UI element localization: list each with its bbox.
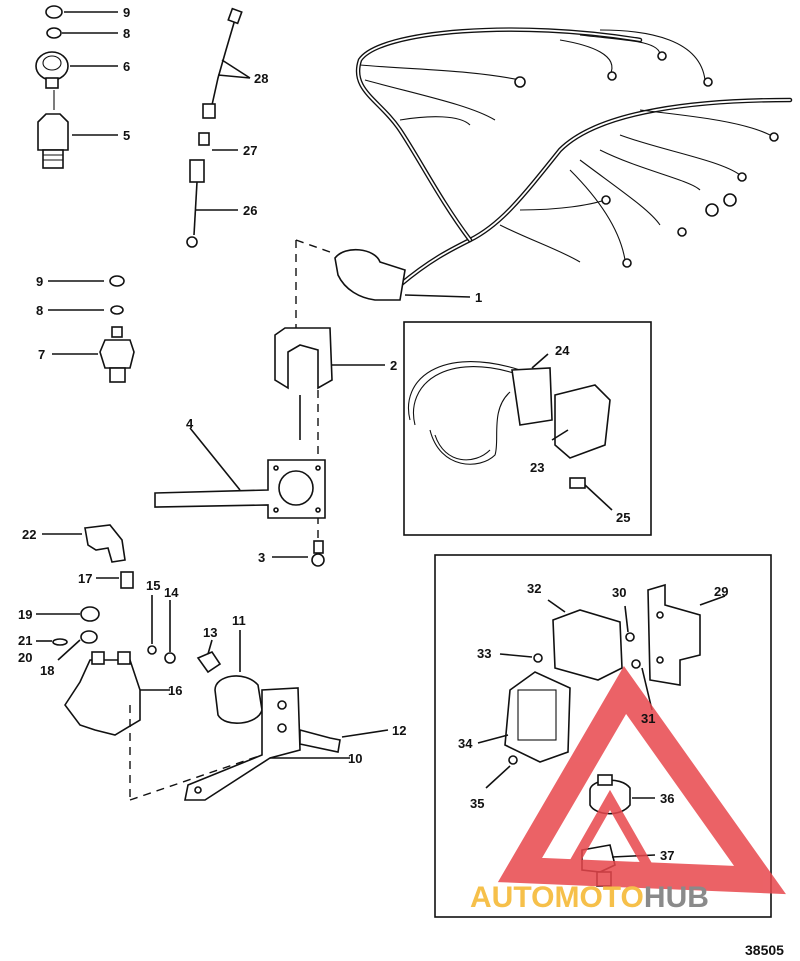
callout-25: 25 — [616, 510, 630, 525]
callout-27: 27 — [243, 143, 257, 158]
part-group-switch — [48, 275, 135, 383]
watermark-brand-rest: HUB — [644, 881, 709, 914]
callout-12: 12 — [392, 723, 406, 738]
callout-37: 37 — [660, 848, 674, 863]
part-clip-22 — [42, 524, 126, 563]
part-washer-8 — [46, 27, 62, 39]
callout-11: 11 — [232, 613, 246, 628]
callout-35: 35 — [470, 796, 484, 811]
part-bracket-4 — [154, 427, 326, 519]
part-wiring-harness-1 — [295, 27, 793, 330]
callout-4: 4 — [186, 416, 194, 431]
callout-7: 7 — [38, 347, 45, 362]
callout-29: 29 — [714, 584, 728, 599]
callout-24: 24 — [555, 343, 570, 358]
callout-8-mid: 8 — [36, 303, 43, 318]
callout-9-mid: 9 — [36, 274, 43, 289]
callout-22: 22 — [22, 527, 36, 542]
callout-20: 20 — [18, 650, 32, 665]
callout-5: 5 — [123, 128, 130, 143]
callout-2: 2 — [390, 358, 397, 373]
callout-9-top: 9 — [123, 5, 130, 20]
callout-10: 10 — [348, 751, 362, 766]
callout-31: 31 — [641, 711, 655, 726]
callout-16: 16 — [168, 683, 182, 698]
callout-8-top: 8 — [123, 26, 130, 41]
callout-21: 21 — [18, 633, 32, 648]
part-nut-9 — [45, 5, 63, 19]
callout-34: 34 — [458, 736, 473, 751]
callout-6: 6 — [123, 59, 130, 74]
part-adapter-5 — [37, 113, 69, 169]
callout-17: 17 — [78, 571, 92, 586]
watermark-logo — [497, 666, 786, 895]
callout-26: 26 — [243, 203, 257, 218]
callout-13: 13 — [203, 625, 217, 640]
detail-box-ignition — [434, 554, 772, 918]
callout-28: 28 — [254, 71, 268, 86]
callout-36: 36 — [660, 791, 674, 806]
part-group-solenoid — [36, 571, 176, 736]
part-group-sender-top — [35, 5, 118, 169]
callout-33: 33 — [477, 646, 491, 661]
callout-19: 19 — [18, 607, 32, 622]
part-screw-3 — [272, 540, 325, 567]
callout-30: 30 — [612, 585, 626, 600]
document-number: 38505 — [745, 942, 784, 958]
part-group-lead — [186, 7, 251, 248]
callout-15: 15 — [146, 578, 160, 593]
callout-14: 14 — [164, 585, 179, 600]
part-group-relay — [129, 630, 389, 801]
watermark-brand-highlight: AUTOMOTO — [470, 881, 644, 914]
detail-box-regulator — [403, 321, 652, 536]
callout-32: 32 — [527, 581, 541, 596]
callout-18: 18 — [40, 663, 54, 678]
part-sender-6 — [35, 51, 69, 89]
callout-23: 23 — [530, 460, 544, 475]
callout-1: 1 — [475, 290, 482, 305]
watermark-brand-text: AUTOMOTOHUB — [470, 881, 709, 914]
callout-3: 3 — [258, 550, 265, 565]
